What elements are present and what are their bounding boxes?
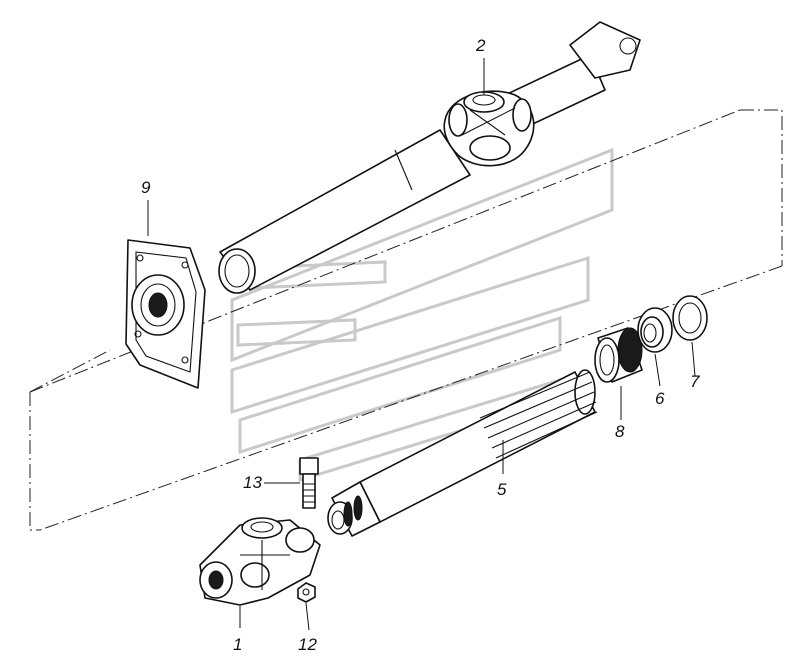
callout-7: 7 (690, 372, 700, 391)
callout-8: 8 (615, 422, 625, 441)
part-6-seal (637, 307, 673, 353)
part-1-universal-joint (199, 517, 321, 606)
callout-2: 2 (476, 36, 486, 55)
part-5-splined-shaft (327, 369, 598, 537)
callout-5: 5 (497, 480, 507, 499)
callout-1: 1 (233, 635, 243, 654)
part-9-flange-plate (125, 239, 206, 389)
callout-6: 6 (655, 389, 665, 408)
part-7-retaining-ring (672, 295, 708, 341)
leader-lines (147, 58, 696, 631)
part-8-bushing (594, 327, 643, 383)
part-2-propeller-shaft (218, 21, 641, 294)
part-13-bolt (299, 457, 319, 509)
part-12-nut (297, 582, 316, 603)
callout-13: 13 (243, 473, 262, 492)
callout-9: 9 (141, 178, 151, 197)
callout-12: 12 (298, 635, 317, 654)
